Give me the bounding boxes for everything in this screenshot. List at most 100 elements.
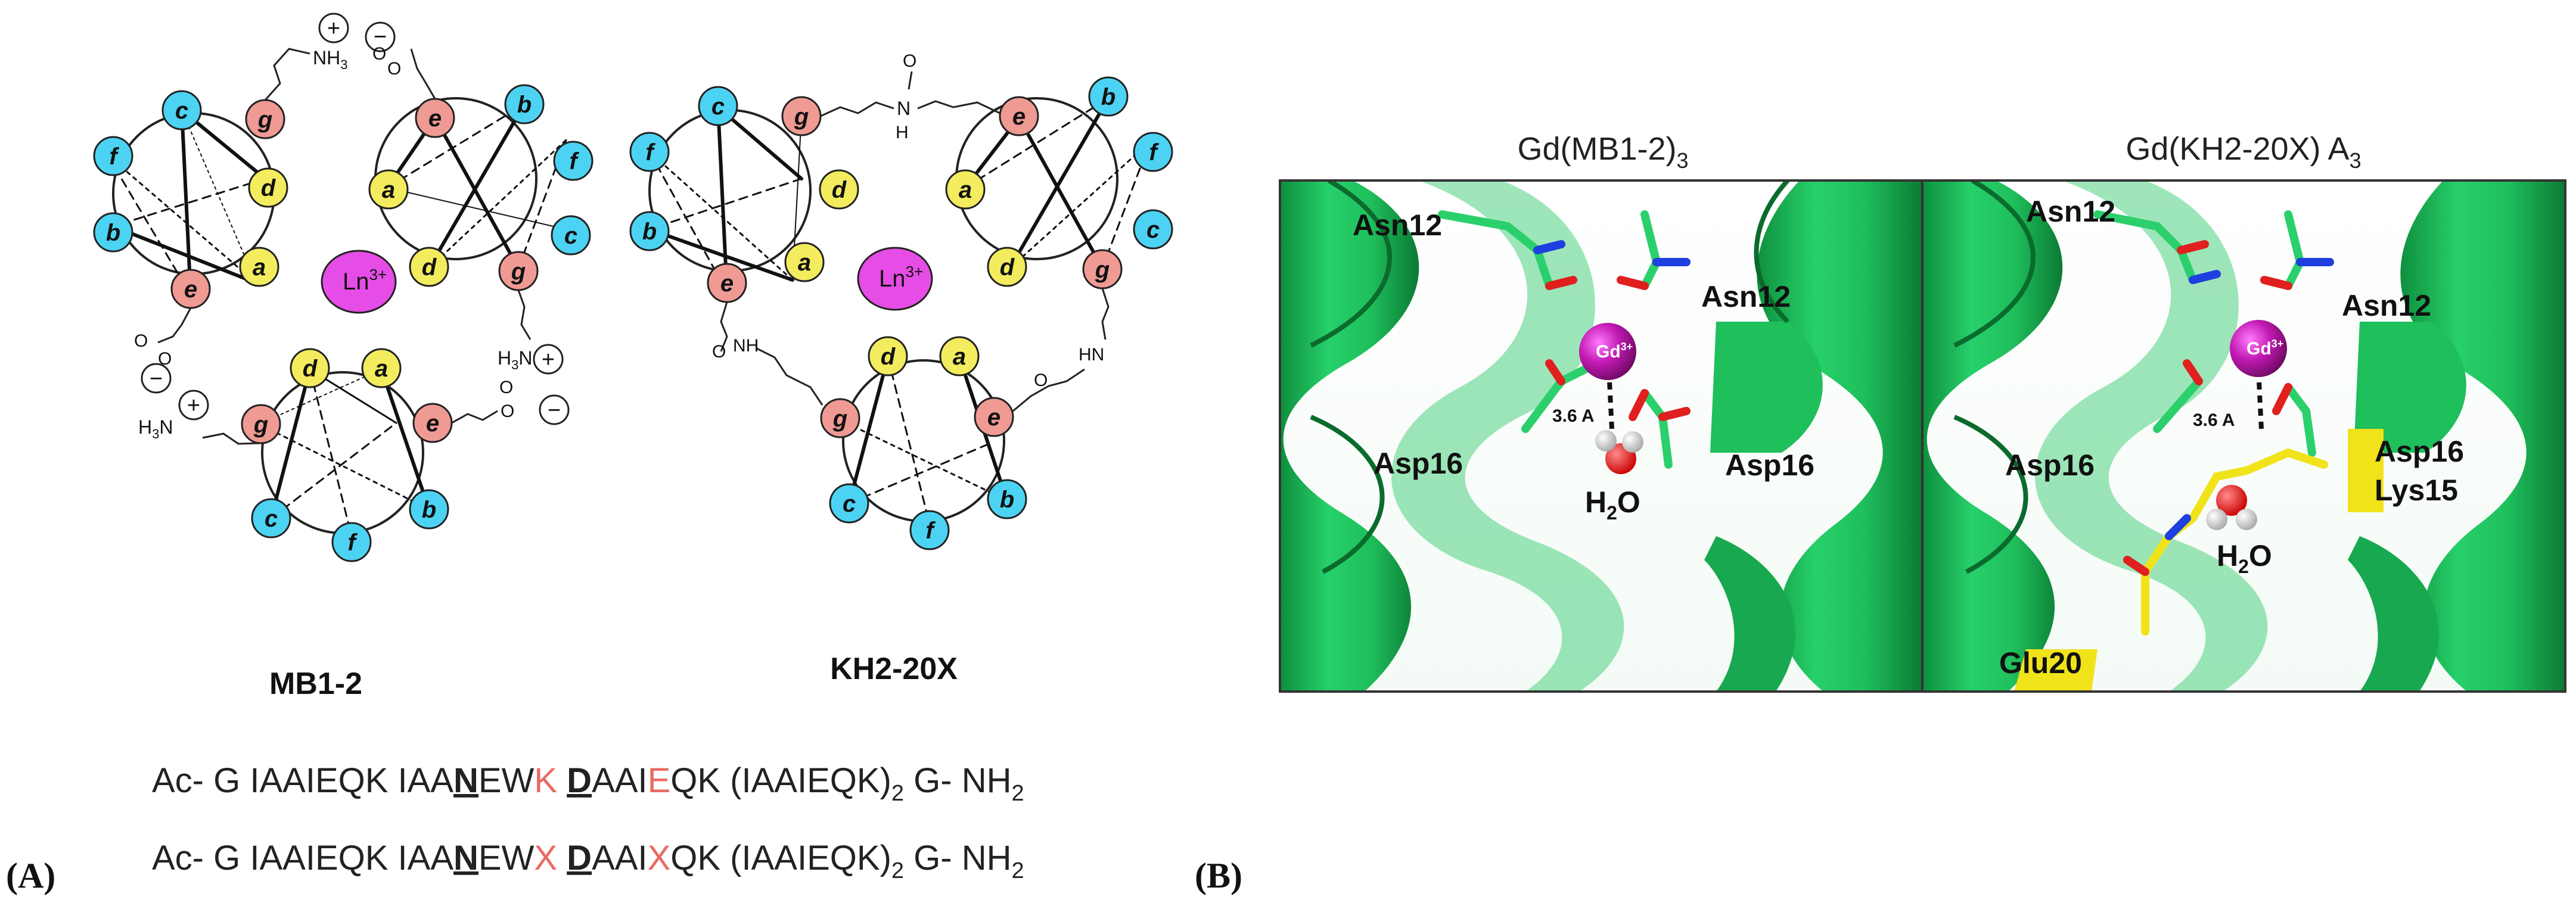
svg-text:b: b [517,92,532,118]
asp16-label: Asp16 [2375,435,2464,468]
asn12-label: Asn12 [2342,289,2431,322]
svg-text:H3N: H3N [498,347,532,372]
distance-label: 3.6 A [2193,410,2235,430]
svg-text:a: a [798,250,811,276]
svg-text:g: g [1095,257,1110,283]
svg-text:Gd3+: Gd3+ [1596,341,1633,362]
residue-c [1133,209,1173,250]
residue-c [251,498,291,538]
residue-f [331,522,372,562]
svg-text:O: O [501,401,514,421]
structure-gd-mb1-2: Gd3+ 3.6 A Asn12 Asn12 Asp16 Asp16 H2O [1280,180,1922,692]
svg-text:g: g [253,412,268,438]
svg-text:+: + [187,393,200,418]
svg-text:c: c [711,94,725,120]
svg-text:O: O [1034,371,1048,390]
mb-side-chains [157,48,532,445]
residue-a [784,242,825,282]
svg-text:a: a [253,254,266,281]
svg-text:b: b [422,497,436,523]
svg-text:O: O [387,59,401,79]
panel-b-structures: (B) Gd(MB1-2)3 Gd(KH2-20X) A3 [1195,131,2566,895]
panel-a-helical-wheels: Ln3+ [6,13,1173,895]
svg-text:NH3: NH3 [313,47,347,72]
residue-e [999,96,1039,136]
svg-text:O: O [903,51,916,71]
kh2-20x-complex: Ln3+ [629,51,1173,686]
peptide-sequences: Ac- G IAAIEQK IAANEWK DAAIEQK (IAAIEQK)2… [152,761,1024,883]
svg-text:c: c [564,223,577,249]
svg-text:N: N [897,98,911,119]
structure-gd-kh2-20x: Gd3+ 3.6 A Asn12 Asn12 Asp16 Asp16 Lys15… [1922,180,2565,692]
residue-c [829,483,869,524]
residue-f [909,510,950,550]
svg-text:f: f [347,530,358,556]
svg-text:g: g [257,107,272,133]
mb-charge-labels: + NH3 − O O O O − H3N + + H3N O O − [134,13,570,441]
svg-text:a: a [953,344,966,370]
svg-text:H3N: H3N [138,416,173,441]
svg-text:d: d [832,177,847,203]
ln3-label: Ln3+ [343,266,387,295]
residue-b [93,212,133,253]
svg-text:b: b [106,220,120,246]
lys15-label: Lys15 [2375,474,2458,507]
asp16-label: Asp16 [1374,447,1463,480]
svg-text:e: e [184,276,197,303]
svg-text:f: f [925,518,936,544]
residue-a [361,348,402,388]
svg-text:e: e [1012,104,1026,130]
svg-text:d: d [303,356,318,382]
asn12-label: Asn12 [1701,280,1791,313]
svg-text:e: e [720,270,734,297]
svg-text:O: O [158,349,172,369]
residue-f [553,141,593,181]
residue-c [698,86,738,126]
residue-d [409,247,449,287]
residue-a [368,169,409,210]
svg-text:g: g [511,259,526,285]
residue-d [819,169,859,210]
asp16-label: Asp16 [2005,449,2095,482]
glu20-label: Glu20 [1999,646,2082,680]
svg-text:f: f [645,139,655,166]
kh-bridge-labels: N H O O NH HN O [712,51,1104,390]
residue-d [248,167,288,208]
gd-ion [1579,323,1636,380]
svg-text:d: d [881,344,896,370]
residue-f [93,136,133,176]
ln3-ion [857,247,933,311]
kh2-20x-title: KH2-20X [830,652,958,686]
ln3-ion [321,250,397,314]
mb1-2-complex: Ln3+ [93,13,593,701]
gd-ion [2230,320,2287,377]
left-structure-title: Gd(MB1-2)3 [1517,131,1688,173]
svg-text:b: b [642,219,657,245]
svg-text:e: e [987,404,1000,431]
sequence-mb1-2: Ac- G IAAIEQK IAANEWK DAAIEQK (IAAIEQK)2… [152,761,1024,806]
svg-text:g: g [794,104,809,130]
residue-f [629,132,670,172]
residue-b [987,479,1027,519]
water-label: H2O [2217,539,2272,577]
svg-text:O: O [712,342,726,362]
water-oxygen [2216,485,2247,516]
residue-c [161,90,202,130]
svg-text:f: f [1149,139,1159,166]
svg-text:−: − [150,366,163,391]
kh-lactam-bridges [720,71,1110,412]
svg-text:a: a [959,177,972,203]
svg-text:NH: NH [733,336,759,356]
residue-b [629,211,670,251]
asp16-label: Asp16 [1725,449,1814,482]
distance-label: 3.6 A [1552,406,1595,426]
svg-text:HN: HN [1079,345,1104,365]
svg-text:e: e [428,105,442,132]
residue-a [239,247,279,287]
